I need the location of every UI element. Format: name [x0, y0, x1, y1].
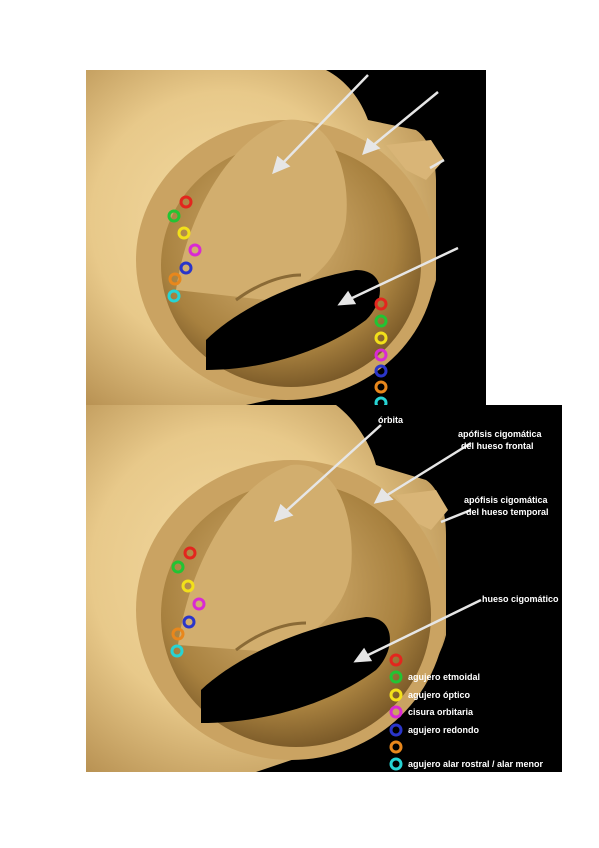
marker-magenta-ring	[192, 597, 206, 611]
marker-cyan-ring	[170, 644, 184, 658]
skull-photo-labeled: órbita apófisis cigomática del hueso fro…	[86, 405, 562, 772]
dark-opening	[206, 270, 380, 370]
legend-cyan-ring-icon	[389, 757, 403, 771]
legend-rings-top	[374, 297, 388, 405]
legend-yellow-text: agujero óptico	[408, 690, 471, 700]
legend-green-ring-icon	[389, 670, 403, 684]
pointer-arrows	[272, 74, 459, 306]
marker-orange-ring	[171, 627, 185, 641]
legend-blue-text: agujero redondo	[408, 725, 480, 735]
legend-item-yellow: agujero óptico	[389, 688, 471, 702]
dark-opening	[201, 617, 390, 723]
pointer-arrows	[273, 424, 482, 663]
legend-blue-ring-icon	[389, 723, 403, 737]
marker-orange-ring	[168, 272, 182, 286]
legend-item-cyan: agujero alar rostral / alar menor	[389, 757, 544, 771]
legend-magenta-text: cisura orbitaria	[408, 707, 474, 717]
marker-red-ring	[183, 546, 197, 560]
legend-item-green: agujero etmoidal	[389, 670, 480, 684]
marker-magenta-ring	[188, 243, 202, 257]
label-temporal-process-line2: del hueso temporal	[466, 507, 549, 517]
label-hueso-cigomatico: hueso cigomático	[482, 594, 559, 604]
orbit-illustration-bottom: órbita apófisis cigomática del hueso fro…	[86, 405, 559, 772]
legend-item-orange	[389, 740, 403, 754]
marker-green-ring	[167, 209, 181, 223]
marker-green-ring	[171, 560, 185, 574]
legend-item-magenta: cisura orbitaria	[389, 705, 474, 719]
skull-photo-unlabeled	[86, 70, 486, 405]
label-temporal-process-line1: apófisis cigomática	[464, 495, 549, 505]
marker-blue-ring	[179, 261, 193, 275]
legend-yellow-ring-icon	[389, 688, 403, 702]
label-orbita: órbita	[378, 415, 404, 425]
legend-green-text: agujero etmoidal	[408, 672, 480, 682]
legend: agujero etmoidal agujero óptico cisura o…	[389, 653, 544, 771]
temporal-process	[396, 490, 448, 530]
legend-magenta-ring-icon	[389, 705, 403, 719]
legend-item-red	[389, 653, 403, 667]
temporal-process	[386, 140, 444, 180]
legend-red-ring-icon	[389, 653, 403, 667]
marker-red-ring	[179, 195, 193, 209]
marker-yellow-ring	[181, 579, 195, 593]
marker-cyan-ring	[167, 289, 181, 303]
label-frontal-process-line2: del hueso frontal	[461, 441, 534, 451]
orbit-illustration-top	[86, 70, 459, 405]
marker-yellow-ring	[177, 226, 191, 240]
legend-cyan-text: agujero alar rostral / alar menor	[408, 759, 544, 769]
legend-item-blue: agujero redondo	[389, 723, 480, 737]
marker-blue-ring	[182, 615, 196, 629]
legend-orange-ring-icon	[389, 740, 403, 754]
label-frontal-process-line1: apófisis cigomática	[458, 429, 543, 439]
